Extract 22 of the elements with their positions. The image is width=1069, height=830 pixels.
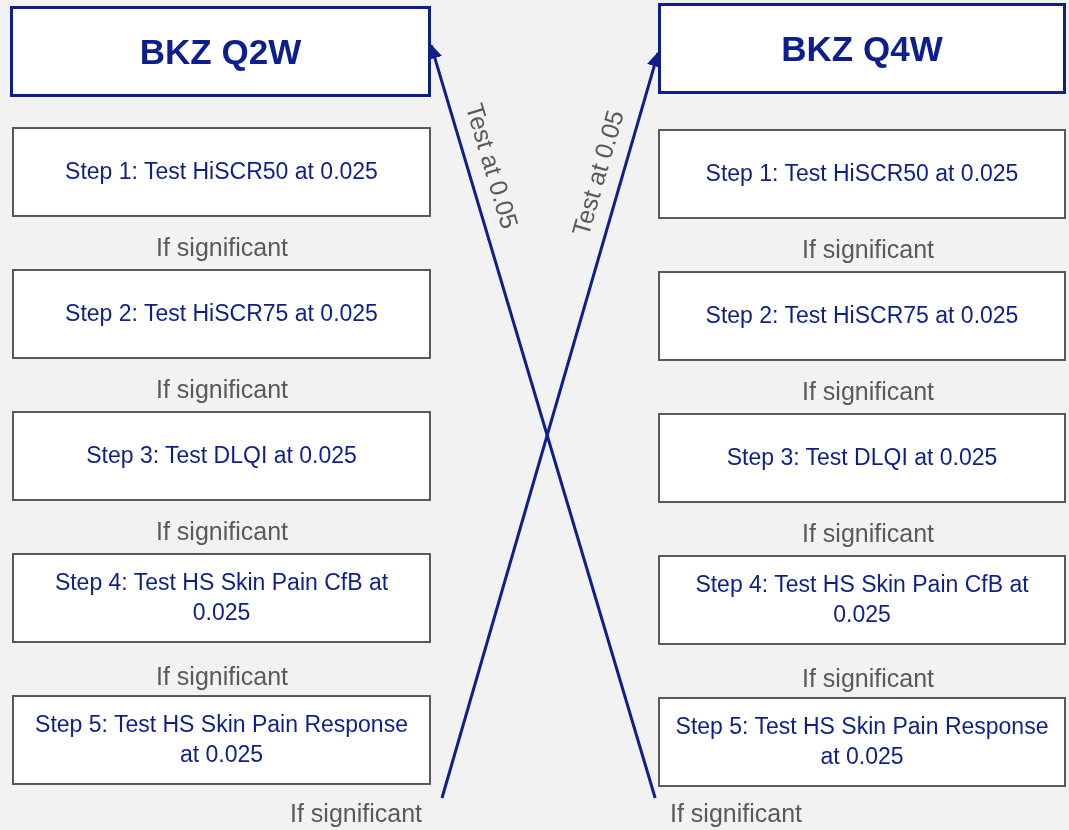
- condition-label: If significant: [156, 516, 288, 546]
- condition-label: If significant: [156, 374, 288, 404]
- step-box: Step 5: Test HS Skin Pain Response at 0.025: [658, 697, 1066, 787]
- step-box: Step 3: Test DLQI at 0.025: [12, 411, 431, 501]
- condition-label: If significant: [156, 232, 288, 262]
- step-box: Step 3: Test DLQI at 0.025: [658, 413, 1066, 503]
- title-box: BKZ Q2W: [10, 6, 431, 97]
- step-box: Step 1: Test HiSCR50 at 0.025: [12, 127, 431, 217]
- condition-text: If significant: [650, 798, 822, 828]
- step-box: Step 4: Test HS Skin Pain CfB at 0.025: [12, 553, 431, 643]
- step-box: Step 2: Test HiSCR75 at 0.025: [658, 271, 1066, 361]
- condition-label: If significant: [802, 663, 934, 693]
- condition-label: If significant: [156, 661, 288, 691]
- condition-label: If significant: [802, 234, 934, 264]
- condition-text: If significant: [270, 798, 442, 828]
- step-box: Step 1: Test HiSCR50 at 0.025: [658, 129, 1066, 219]
- step-box: Step 4: Test HS Skin Pain CfB at 0.025: [658, 555, 1066, 645]
- condition-label: If significant: [802, 376, 934, 406]
- condition-label: If significant: [802, 518, 934, 548]
- step-box: Step 2: Test HiSCR75 at 0.025: [12, 269, 431, 359]
- title-box: BKZ Q4W: [658, 3, 1066, 94]
- step-box: Step 5: Test HS Skin Pain Response at 0.025: [12, 695, 431, 785]
